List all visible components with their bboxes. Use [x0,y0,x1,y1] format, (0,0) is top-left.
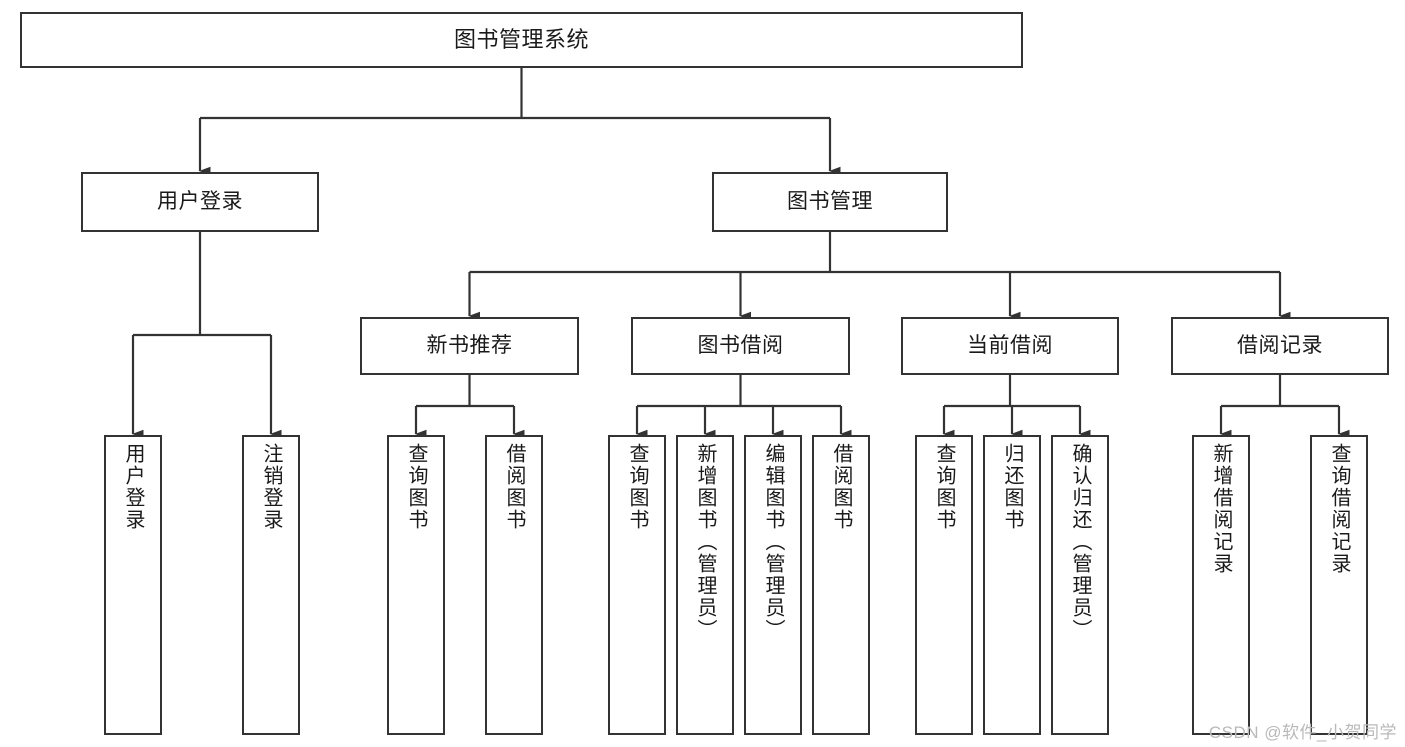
node-label-leaf-add-record: 新增借阅记录 [1210,443,1232,575]
node-label-leaf-borrow-book-2: 借阅图书 [830,443,852,531]
node-borrow-record[interactable]: 借阅记录 [1171,317,1389,375]
node-label-leaf-add-book: 新增图书（管理员） [694,443,716,641]
node-root[interactable]: 图书管理系统 [20,12,1023,68]
node-leaf-confirm-return[interactable]: 确认归还（管理员） [1051,435,1109,735]
node-label-leaf-query-book-2: 查询图书 [626,443,648,531]
node-label-book-manage: 图书管理 [787,189,873,213]
node-leaf-edit-book[interactable]: 编辑图书（管理员） [744,435,802,735]
node-label-leaf-query-record: 查询借阅记录 [1328,443,1350,575]
node-leaf-add-record[interactable]: 新增借阅记录 [1192,435,1250,735]
node-leaf-add-book[interactable]: 新增图书（管理员） [676,435,734,735]
node-leaf-borrow-book-1[interactable]: 借阅图书 [485,435,543,735]
node-label-book-borrow: 图书借阅 [697,333,784,357]
node-label-leaf-user-login: 用户登录 [122,443,144,531]
node-label-user-login: 用户登录 [157,189,243,213]
node-leaf-borrow-book-2[interactable]: 借阅图书 [812,435,870,735]
node-label-leaf-confirm-return: 确认归还（管理员） [1069,443,1091,641]
node-label-leaf-borrow-book-1: 借阅图书 [503,443,525,531]
node-label-borrow-record: 借阅记录 [1237,333,1323,357]
node-new-book-rec[interactable]: 新书推荐 [360,317,579,375]
node-leaf-query-record[interactable]: 查询借阅记录 [1310,435,1368,735]
node-label-leaf-query-book-3: 查询图书 [933,443,955,531]
node-label-root: 图书管理系统 [453,27,589,53]
node-user-login[interactable]: 用户登录 [81,172,319,232]
node-leaf-query-book-2[interactable]: 查询图书 [608,435,666,735]
node-label-leaf-user-logout: 注销登录 [260,443,282,531]
node-label-current-borrow: 当前借阅 [967,333,1053,357]
node-current-borrow[interactable]: 当前借阅 [901,317,1119,375]
node-leaf-query-book-3[interactable]: 查询图书 [915,435,973,735]
node-leaf-query-book-1[interactable]: 查询图书 [387,435,445,735]
node-label-leaf-return-book: 归还图书 [1001,443,1023,531]
node-label-new-book-rec: 新书推荐 [426,333,513,357]
csdn-watermark: CSDN @软件_小贺同学 [1208,723,1397,742]
node-label-leaf-edit-book: 编辑图书（管理员） [762,443,784,641]
node-leaf-user-logout[interactable]: 注销登录 [242,435,300,735]
node-leaf-return-book[interactable]: 归还图书 [983,435,1041,735]
node-book-borrow[interactable]: 图书借阅 [631,317,850,375]
node-leaf-user-login[interactable]: 用户登录 [104,435,162,735]
node-book-manage[interactable]: 图书管理 [712,172,948,232]
node-label-leaf-query-book-1: 查询图书 [405,443,427,531]
